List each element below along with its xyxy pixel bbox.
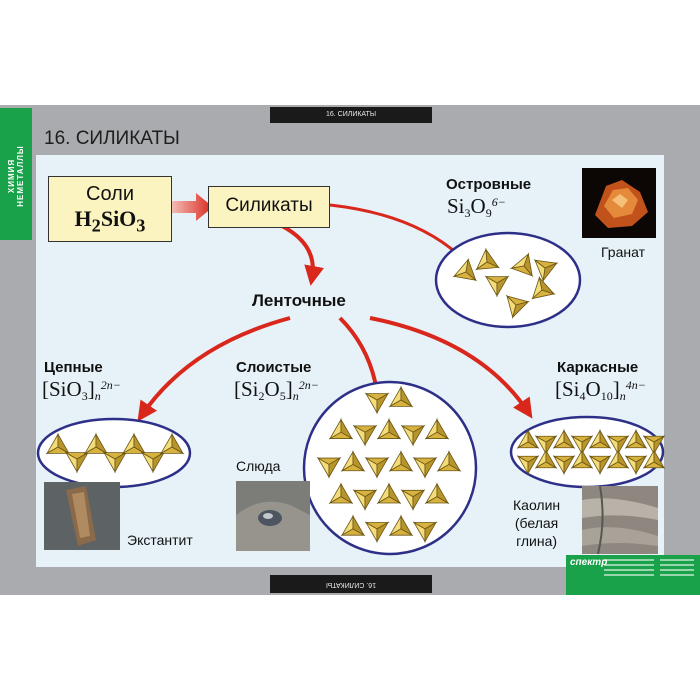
tetrahedron-face	[563, 455, 576, 476]
tetrahedron-face	[400, 385, 414, 408]
tetrahedron-face	[448, 450, 462, 472]
tetrahedron-face	[424, 521, 438, 544]
tetrahedron-face	[352, 450, 366, 472]
formula-tsepnye: [SiO3]n2n−	[42, 377, 121, 404]
arrow-lentochnye-to-tsepnye	[137, 316, 291, 422]
label-lentochnye: Ленточные	[252, 291, 346, 310]
publisher-logo: спектр	[566, 555, 700, 595]
tetrahedron-face	[635, 428, 648, 449]
publisher-brand: спектр	[570, 557, 608, 568]
tetrahedron-face	[114, 451, 128, 474]
tetrahedron-face	[400, 514, 414, 537]
tetrahedron-face	[545, 448, 558, 469]
formula-sloistye: [Si2O5]n2n−	[234, 377, 319, 404]
tetrahedron-face	[653, 435, 666, 456]
arrow-soli-to-silicates	[166, 193, 213, 221]
tetrahedron-face	[635, 455, 648, 476]
tetrahedron-face	[376, 456, 390, 479]
photo-slyuda	[236, 481, 310, 551]
formula-karkasnye: [Si4O10]n4n−	[555, 377, 646, 404]
tetrahedron-face	[542, 262, 559, 283]
tetrahedron-face	[496, 275, 510, 298]
tetrahedron-face	[340, 418, 354, 440]
tetrahedron-face	[376, 521, 390, 544]
tetrahedron-face	[171, 432, 185, 455]
tetrahedron-face	[364, 489, 378, 511]
bottom-tab: 16. СИЛИКАТЫ	[270, 575, 432, 593]
tetrahedron-face	[376, 392, 390, 415]
karkasnye-tetrahedra	[516, 428, 666, 476]
photo-granat	[582, 168, 656, 238]
tetrahedron-face	[563, 428, 576, 449]
tetrahedron-face	[436, 482, 450, 505]
tetrahedron-face	[545, 435, 558, 456]
box-silicates: Силикаты	[208, 186, 330, 228]
box-soli: Соли H2SiO3	[48, 176, 172, 242]
label-tsepnye: Цепные	[44, 359, 103, 376]
tetrahedron-face	[388, 418, 402, 440]
tetrahedron-face	[581, 448, 594, 469]
soli-label: Соли	[86, 183, 134, 205]
sloistye-circle	[302, 380, 478, 556]
caption-kaolin: Каолин (белая глина)	[513, 496, 560, 550]
arrow-silicates-to-ostrovnye	[329, 203, 471, 267]
caption-granat: Гранат	[601, 244, 645, 260]
formula-ostrovnye: Si3O96−	[447, 194, 506, 221]
tetrahedron-face	[523, 252, 533, 278]
tetrahedron-face	[57, 432, 71, 455]
tetrahedron-face	[617, 448, 630, 469]
ostrovnye-tetrahedra	[452, 247, 559, 319]
ostrovnye-ellipse	[434, 231, 582, 329]
photo-kaolin	[582, 485, 658, 555]
tetrahedron-face	[617, 435, 630, 456]
tetrahedron-face	[424, 456, 438, 479]
label-karkasnye: Каркасные	[557, 359, 639, 376]
soli-formula: H2SiO3	[74, 206, 146, 236]
tetrahedron-face	[465, 257, 477, 282]
tetrahedron-face	[527, 455, 540, 476]
caption-kaolin-line1: Каолин	[513, 497, 561, 513]
tetrahedron-face	[95, 432, 109, 455]
tetrahedron-face	[653, 448, 666, 469]
tetrahedron-face	[152, 451, 166, 474]
tetrahedron-face	[412, 424, 426, 447]
tetrahedron-face	[400, 450, 414, 472]
label-ostrovnye: Островные	[446, 176, 532, 193]
tetrahedron-face	[133, 432, 147, 455]
tetrahedron-face	[599, 428, 612, 449]
tetrahedron-face	[352, 514, 366, 537]
tetrahedron-face	[485, 247, 500, 269]
page-title: 16. СИЛИКАТЫ	[44, 128, 180, 149]
tsepnye-tetrahedra	[45, 432, 185, 474]
tetrahedron-face	[599, 455, 612, 476]
caption-kaolin-line2: (белая	[514, 515, 559, 531]
tetrahedron-face	[511, 300, 530, 319]
label-sloistye: Слоистые	[236, 359, 312, 376]
publisher-info-lines-2	[660, 559, 694, 579]
tetrahedron-face	[388, 482, 402, 505]
caption-ekstantit: Экстантит	[127, 532, 193, 548]
tetrahedron-face	[527, 428, 540, 449]
tetrahedron-face	[581, 435, 594, 456]
karkasnye-ellipse	[509, 415, 665, 489]
publisher-info-lines	[604, 559, 654, 579]
caption-kaolin-line3: глина)	[516, 533, 558, 549]
photo-ekstantit	[44, 482, 120, 550]
top-tab: 16. СИЛИКАТЫ	[270, 107, 432, 123]
arrow-silicates-to-lentochnye	[281, 224, 324, 286]
tetrahedron-face	[436, 418, 450, 440]
tetrahedron-face	[412, 489, 426, 511]
sloistye-tetrahedra	[316, 385, 462, 544]
tetrahedron-face	[364, 424, 378, 447]
tetrahedron-face	[538, 276, 556, 295]
arrow-lentochnye-to-karkasnye	[369, 316, 533, 419]
caption-slyuda: Слюда	[236, 458, 281, 474]
tetrahedron-face	[76, 451, 90, 474]
side-label-strip	[0, 108, 32, 240]
tetrahedron-face	[340, 482, 354, 505]
tetrahedron-face	[328, 456, 342, 479]
